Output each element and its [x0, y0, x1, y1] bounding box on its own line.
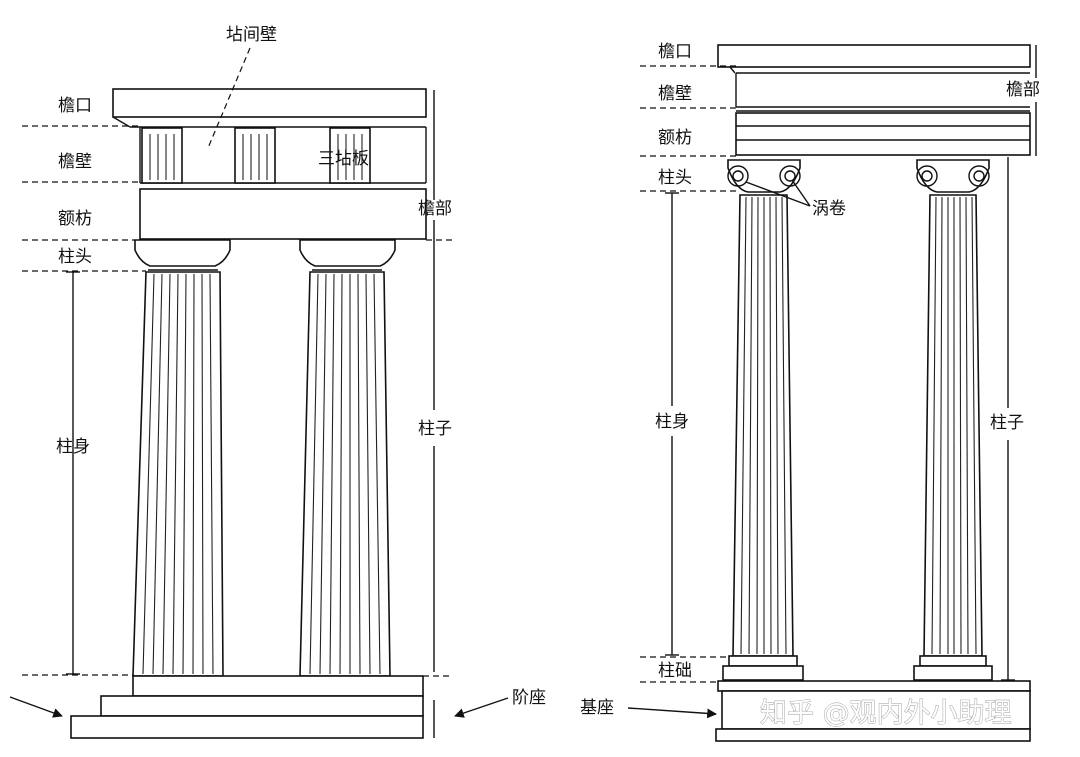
doric-label-column: 柱子	[418, 419, 452, 439]
ionic-label-volute: 涡卷	[812, 199, 846, 219]
doric-order: 坫间壁 檐口 檐壁 三坫板 额枋 柱头 柱身 檐部 柱子 阶座	[9, 25, 546, 739]
doric-architrave-block	[139, 188, 427, 240]
doric-label-metope: 坫间壁	[226, 25, 277, 45]
doric-label-triglyph: 三坫板	[318, 149, 369, 169]
doric-cornice-block	[112, 88, 427, 118]
doric-label-cornice: 檐口	[58, 96, 92, 116]
ionic-column-bases	[722, 655, 993, 681]
doric-shaft-left	[132, 271, 224, 677]
doric-triglyphs	[141, 127, 371, 184]
doric-capital-left	[134, 239, 231, 267]
ionic-label-column: 柱子	[990, 413, 1024, 433]
ionic-label-architrave: 额枋	[658, 128, 692, 148]
ionic-cornice-block	[717, 44, 1031, 68]
doric-label-frieze: 檐壁	[58, 152, 92, 172]
doric-label-shaft: 柱身	[56, 437, 90, 457]
doric-label-stylobate: 阶座	[512, 688, 546, 708]
ionic-order: 檐口 檐壁 檐部 额枋 柱头 涡卷 柱身 柱子 柱础 基座	[580, 42, 1040, 742]
ionic-architrave-block	[735, 112, 1031, 156]
doric-capital-right	[299, 239, 396, 267]
ionic-capital-right	[916, 159, 990, 193]
ionic-label-podium: 基座	[580, 698, 614, 718]
ionic-label-entablature: 檐部	[1006, 80, 1040, 100]
doric-label-capital: 柱头	[58, 247, 92, 267]
doric-stylobate-steps	[70, 675, 424, 739]
doric-label-architrave: 额枋	[58, 209, 92, 229]
ionic-podium	[715, 680, 1031, 742]
ionic-label-capital: 柱头	[658, 168, 692, 188]
watermark: 知乎 @观内外小助理	[760, 698, 1012, 729]
ionic-capital-left	[727, 159, 801, 193]
ionic-label-frieze: 檐壁	[658, 84, 692, 104]
ionic-label-shaft: 柱身	[655, 412, 689, 432]
ionic-label-base: 柱础	[658, 661, 692, 681]
doric-label-entablature: 檐部	[418, 199, 452, 219]
ionic-label-cornice: 檐口	[658, 42, 692, 62]
